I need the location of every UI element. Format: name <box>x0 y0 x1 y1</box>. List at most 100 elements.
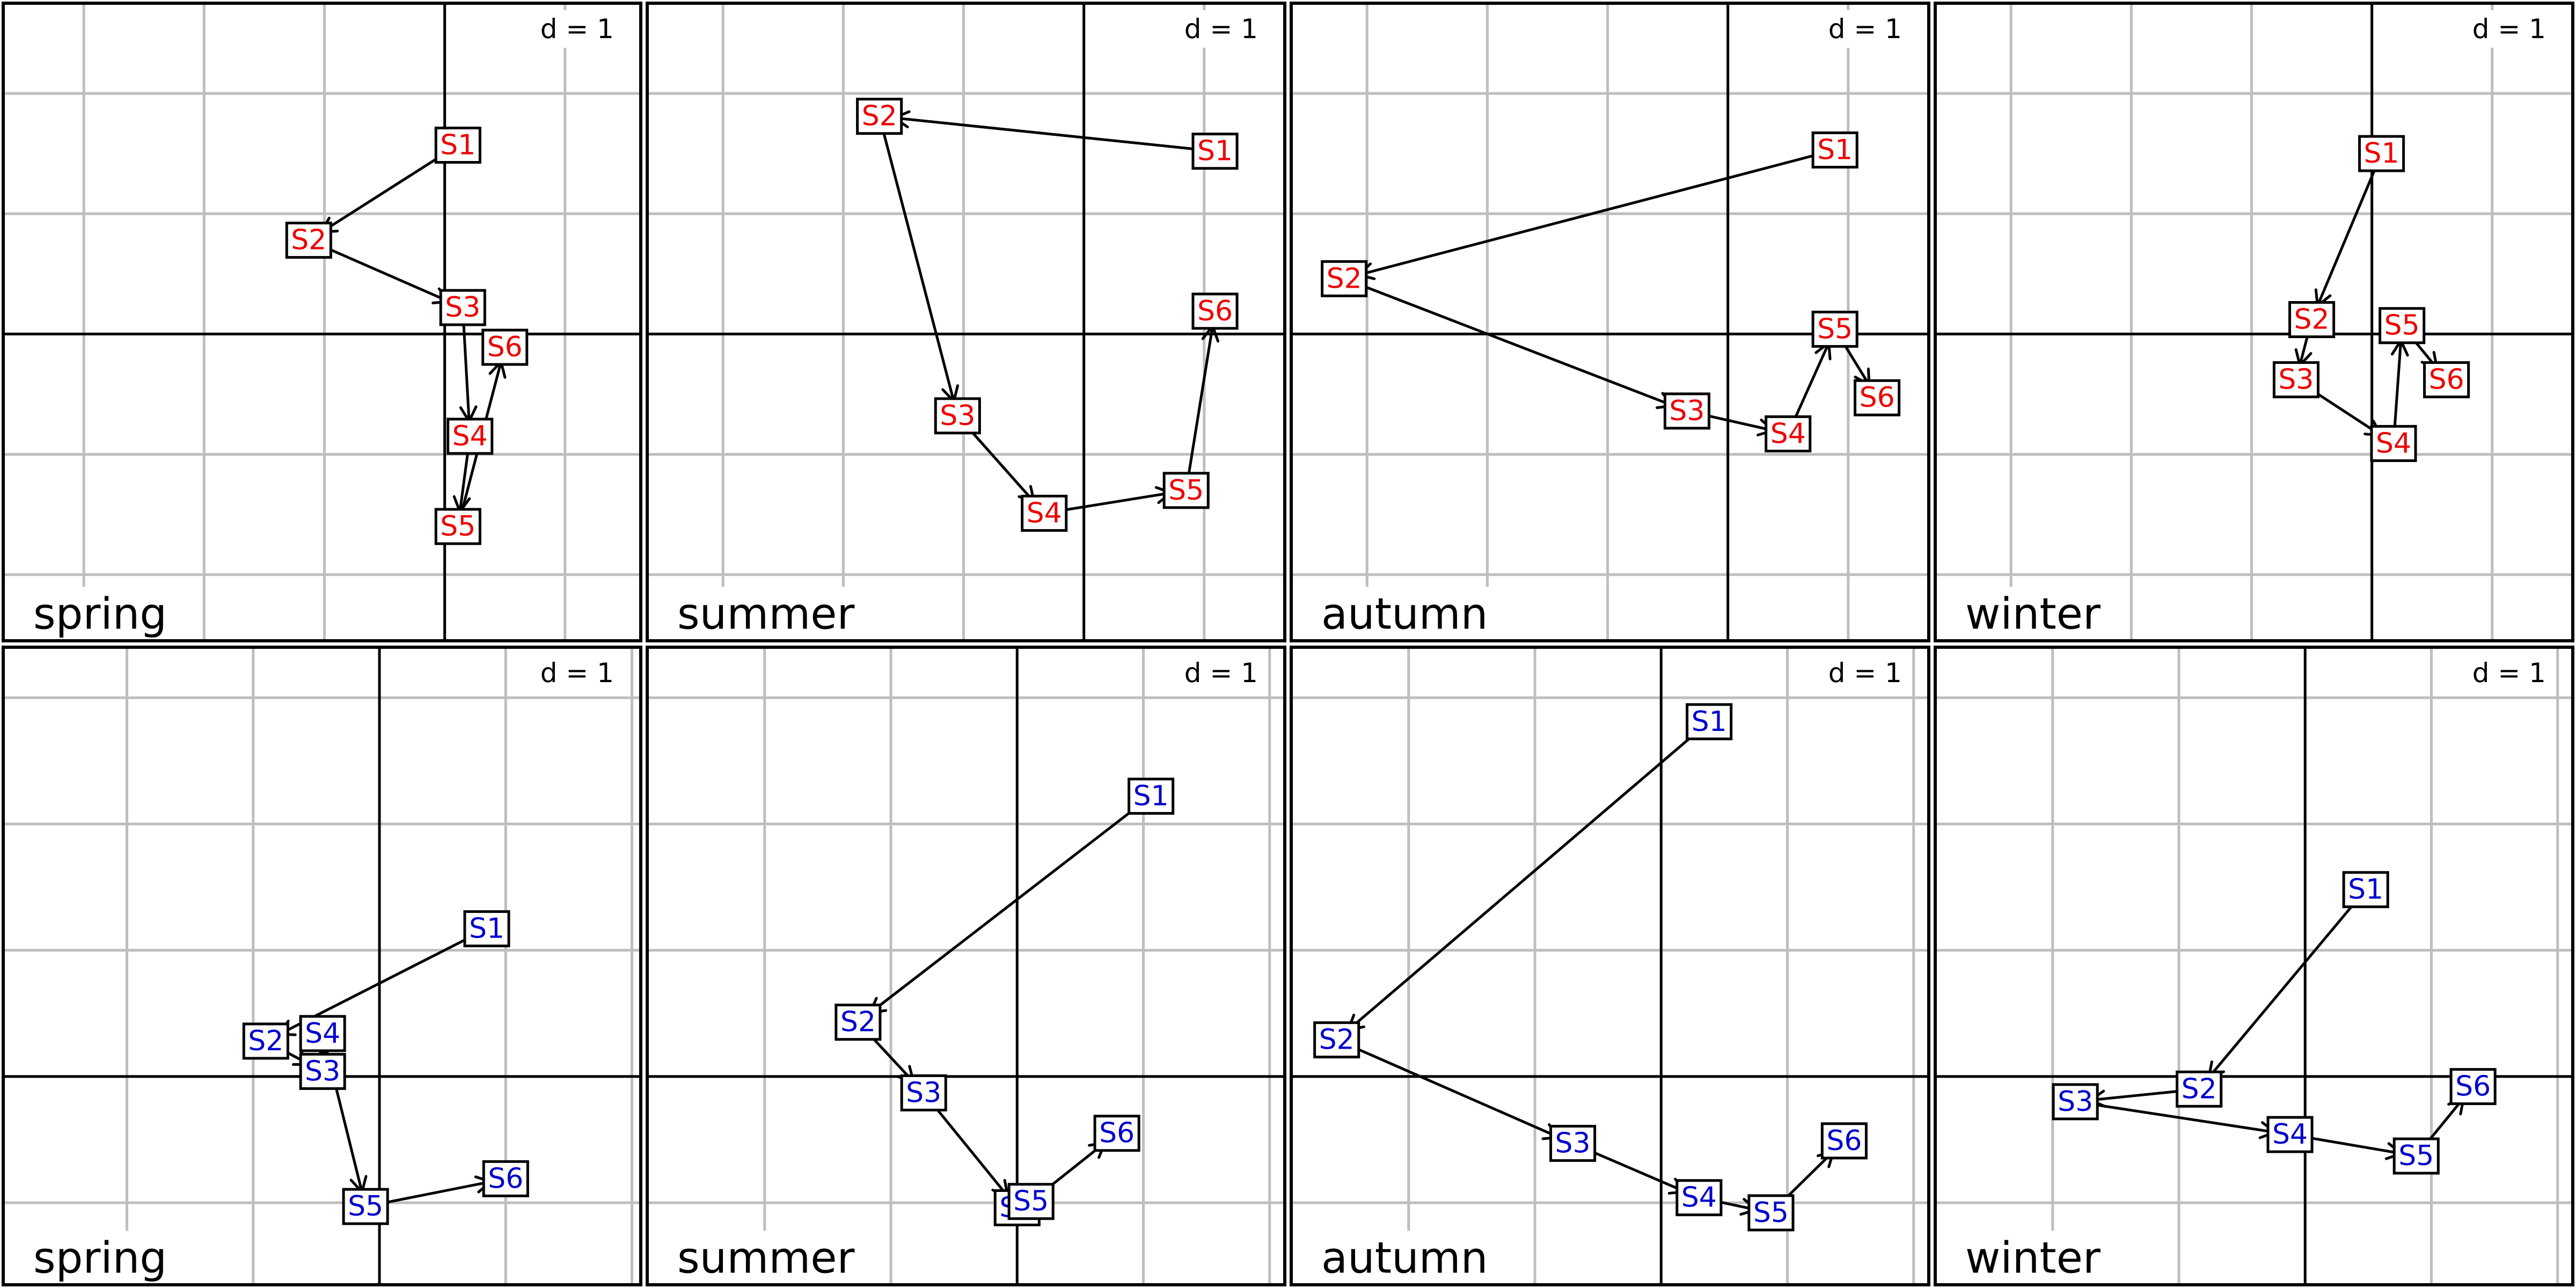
point-label-s2: S2 <box>2288 301 2336 339</box>
point-label-s6: S6 <box>1854 379 1901 416</box>
point-label-box <box>482 1160 529 1197</box>
point-label-box <box>2423 361 2470 399</box>
point-label-s6: S6 <box>1820 1122 1868 1160</box>
point-label-s6: S6 <box>1093 1115 1140 1152</box>
point-label-text: S4 <box>452 420 488 452</box>
point-label-box <box>481 328 529 366</box>
season-title: winter <box>1965 589 2101 639</box>
point-label-s6: S6 <box>481 328 529 366</box>
scale-label: d = 1 <box>540 13 614 45</box>
season-title-background <box>1957 587 2109 641</box>
point-label-box <box>1663 392 1711 430</box>
point-label-text: S4 <box>2272 1118 2308 1151</box>
point-label-text: S2 <box>248 1025 283 1057</box>
point-label-text: S5 <box>1013 1185 1049 1218</box>
point-label-text: S3 <box>445 291 480 324</box>
point-label-text: S5 <box>2384 310 2420 342</box>
point-label-box <box>1765 415 1812 452</box>
season-title: summer <box>677 1233 854 1283</box>
point-label-text: S3 <box>940 400 975 432</box>
scale-label-background <box>1820 10 1909 48</box>
point-label-text: S4 <box>2376 427 2411 459</box>
point-label-box <box>299 1015 346 1052</box>
panel-frame <box>2 646 642 1286</box>
point-label-box <box>1686 703 1733 741</box>
scale-label: d = 1 <box>1184 657 1258 689</box>
point-label-text: S5 <box>348 1190 383 1223</box>
scale-label-background <box>2464 10 2553 48</box>
point-label-text: S3 <box>906 1077 941 1109</box>
point-label-s4: S4 <box>2370 425 2417 462</box>
point-label-box <box>1549 1125 1597 1162</box>
point-label-s2: S2 <box>835 1004 882 1041</box>
point-label-text: S1 <box>1133 780 1169 813</box>
point-label-text: S1 <box>1197 135 1233 167</box>
season-title-background <box>669 1231 863 1285</box>
point-label-box <box>1191 133 1239 170</box>
season-title-background <box>1957 1231 2109 1285</box>
panel-frame <box>646 646 1286 1286</box>
point-label-box <box>434 508 481 545</box>
season-title: winter <box>1965 1233 2101 1283</box>
scale-label: d = 1 <box>1184 13 1258 45</box>
point-label-box <box>835 1004 882 1041</box>
point-label-box <box>2379 307 2426 345</box>
point-label-s2: S2 <box>285 222 332 259</box>
point-label-text: S5 <box>440 510 475 543</box>
point-label-box <box>1007 1183 1055 1220</box>
point-label-s2: S2 <box>1321 260 1368 297</box>
point-label-text: S1 <box>2348 874 2383 906</box>
point-label-s2: S2 <box>856 98 903 135</box>
point-label-box <box>1021 494 1068 532</box>
point-label-text: S5 <box>1753 1197 1789 1229</box>
point-label-text: S2 <box>2182 1073 2217 1105</box>
point-label-box <box>2176 1070 2223 1108</box>
scale-label: d = 1 <box>1828 657 1902 689</box>
point-label-text: S2 <box>2294 304 2330 336</box>
point-label-s5: S5 <box>1747 1194 1795 1232</box>
point-label-s4: S4 <box>1675 1179 1723 1217</box>
scale-label-background <box>532 654 621 692</box>
panel-frame <box>2 2 642 642</box>
point-label-s2: S2 <box>242 1022 289 1060</box>
trajectory-segment <box>878 116 955 402</box>
point-label-box <box>900 1074 947 1111</box>
trajectory-segment <box>1184 326 1214 491</box>
point-label-s2: S2 <box>2176 1070 2223 1108</box>
point-label-s5: S5 <box>434 508 481 545</box>
point-label-text: S4 <box>1770 418 1806 450</box>
point-label-box <box>463 910 510 948</box>
trajectory-segment <box>461 307 471 422</box>
point-label-text: S2 <box>1319 1024 1355 1056</box>
season-title-background <box>1313 1231 1497 1285</box>
point-label-s1: S1 <box>434 126 481 164</box>
trajectory-segment <box>2075 1100 2275 1134</box>
trajectory-segment <box>1347 720 1710 1031</box>
point-label-text: S1 <box>440 129 475 161</box>
point-label-text: S6 <box>1197 295 1233 327</box>
point-label-s6: S6 <box>2449 1068 2497 1106</box>
point-label-s4: S4 <box>2266 1116 2314 1153</box>
scale-label-background <box>2464 654 2553 692</box>
point-label-box <box>1313 1021 1360 1059</box>
point-label-s4: S4 <box>299 1015 346 1052</box>
point-label-box <box>285 222 332 259</box>
point-label-box <box>1128 778 1175 815</box>
point-label-text: S1 <box>2364 137 2399 170</box>
point-label-box <box>434 126 481 164</box>
point-label-box <box>1162 472 1210 509</box>
season-title: spring <box>33 589 167 639</box>
point-label-text: S5 <box>2398 1140 2434 1172</box>
scale-label-background <box>1820 654 1909 692</box>
point-label-box <box>1820 1122 1868 1160</box>
point-label-text: S2 <box>1327 262 1362 295</box>
point-label-box <box>439 289 486 326</box>
point-label-s4: S4 <box>447 418 494 455</box>
point-label-box <box>1811 310 1858 348</box>
point-label-box <box>342 1188 389 1225</box>
point-label-s3: S3 <box>439 289 486 326</box>
panel-frame <box>1290 2 1930 642</box>
